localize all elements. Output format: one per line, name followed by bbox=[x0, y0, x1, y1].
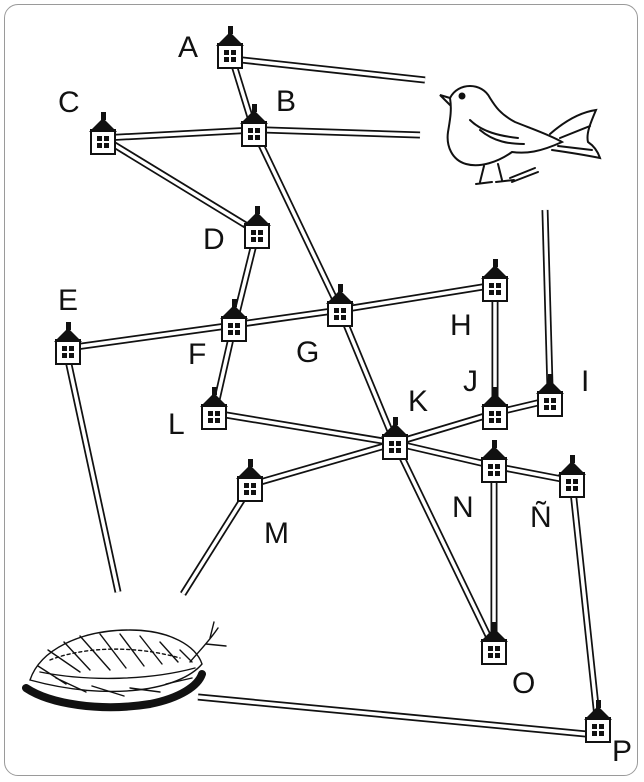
node-label-I: I bbox=[581, 365, 589, 398]
node-label-Ñ: Ñ bbox=[530, 500, 552, 534]
road-I-bird bbox=[541, 209, 554, 389]
node-label-G: G bbox=[296, 336, 319, 369]
house-icon-P bbox=[583, 699, 613, 743]
labels-layer: A B C D E F G H I J K L M N Ñ O P bbox=[58, 31, 632, 768]
road-E-nest bbox=[64, 359, 122, 593]
house-icon-I bbox=[535, 373, 565, 417]
node-label-H: H bbox=[450, 309, 472, 342]
bird-icon bbox=[439, 85, 602, 185]
road-F-G bbox=[233, 306, 341, 329]
node-label-F: F bbox=[188, 338, 206, 371]
node-label-A: A bbox=[178, 31, 198, 64]
house-icon-E bbox=[53, 321, 83, 365]
road-M-nest bbox=[180, 495, 247, 596]
node-label-O: O bbox=[512, 667, 535, 700]
house-icon-N bbox=[479, 439, 509, 483]
node-label-C: C bbox=[58, 86, 80, 119]
roads-layer bbox=[64, 50, 602, 738]
house-icon-A bbox=[215, 25, 245, 69]
house-icon-D bbox=[242, 205, 272, 249]
node-label-N: N bbox=[452, 491, 474, 524]
house-icon-J bbox=[480, 386, 510, 430]
road-K-J bbox=[393, 409, 497, 447]
road-K-M bbox=[249, 439, 396, 489]
node-label-K: K bbox=[408, 385, 428, 418]
road-B-G bbox=[250, 128, 344, 312]
nest-icon bbox=[22, 621, 227, 712]
house-icon-F bbox=[219, 298, 249, 342]
road-C-D bbox=[101, 135, 259, 235]
road-B-bird bbox=[265, 126, 421, 139]
house-icon-H bbox=[480, 258, 510, 302]
road-G-K bbox=[336, 308, 399, 445]
road-K-N bbox=[394, 439, 495, 470]
node-label-M: M bbox=[264, 517, 289, 550]
road-nest-P bbox=[197, 693, 587, 738]
house-icon-Ñ bbox=[557, 454, 587, 498]
house-icon-C bbox=[88, 111, 118, 155]
node-label-E: E bbox=[58, 284, 78, 317]
house-icon-B bbox=[239, 103, 269, 147]
house-icon-L bbox=[199, 386, 229, 430]
node-label-L: L bbox=[168, 408, 185, 441]
node-label-D: D bbox=[203, 223, 225, 256]
road-K-O bbox=[391, 441, 498, 650]
road-E-F bbox=[67, 321, 235, 352]
house-icon-M bbox=[235, 458, 265, 502]
node-label-J: J bbox=[463, 365, 478, 398]
road-Ñ-P bbox=[568, 480, 602, 727]
road-C-B bbox=[102, 126, 255, 142]
node-label-B: B bbox=[276, 85, 296, 118]
node-label-P: P bbox=[612, 735, 632, 768]
road-L-K bbox=[213, 409, 396, 447]
road-G-H bbox=[339, 281, 496, 314]
road-A-bird bbox=[241, 56, 426, 84]
